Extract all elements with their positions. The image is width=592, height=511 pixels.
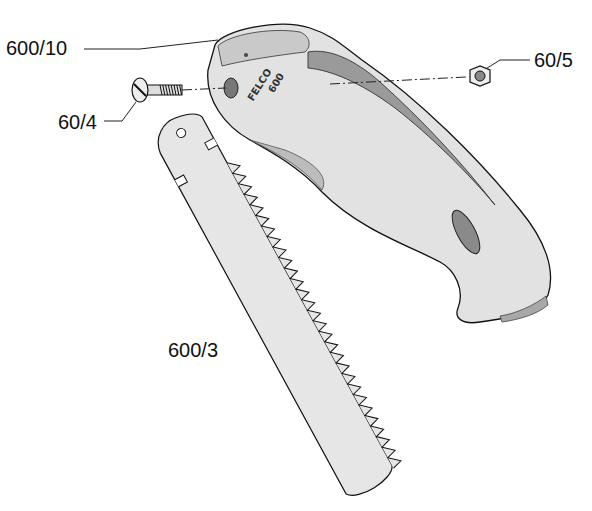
axis-line: [182, 77, 466, 90]
part-number: 60/5: [534, 50, 573, 70]
part-number: 600/3: [168, 340, 218, 360]
nut: [470, 66, 490, 86]
screw: [132, 78, 182, 102]
blade: [149, 101, 406, 501]
part-number: 60/4: [58, 112, 97, 132]
part-number: 600/10: [6, 38, 67, 58]
